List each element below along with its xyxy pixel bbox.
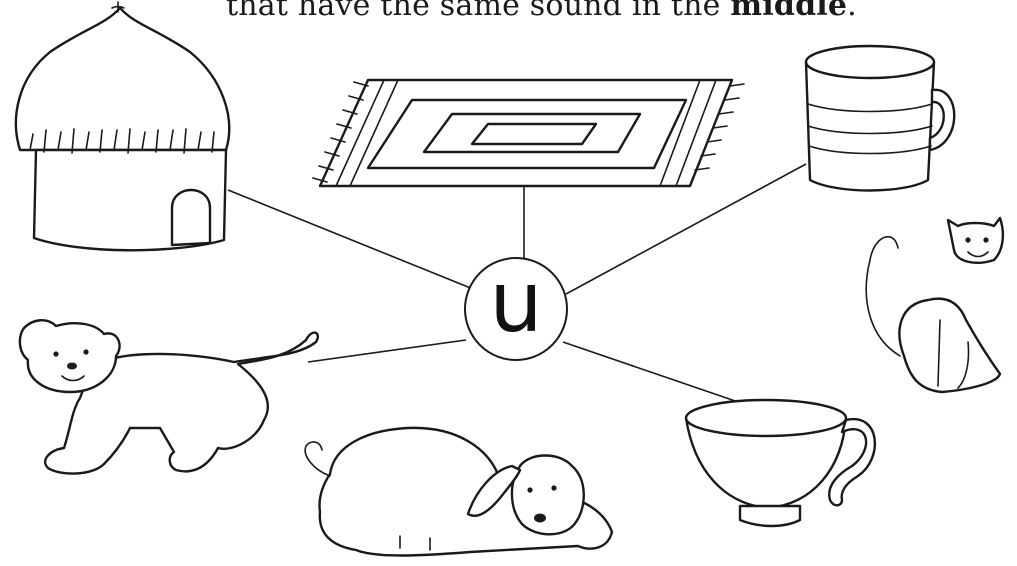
line-to-cup bbox=[563, 342, 744, 404]
rug-icon[interactable] bbox=[313, 80, 744, 186]
bear-icon[interactable] bbox=[20, 320, 318, 473]
mug-icon[interactable] bbox=[806, 46, 954, 191]
line-to-bear bbox=[308, 340, 466, 362]
line-to-hut bbox=[228, 190, 473, 289]
hut-icon[interactable] bbox=[16, 2, 229, 250]
center-letter-circle: u bbox=[464, 257, 568, 361]
center-letter: u bbox=[489, 260, 542, 344]
cat-icon[interactable] bbox=[866, 218, 1003, 392]
dog-icon[interactable] bbox=[305, 428, 612, 556]
cup-icon[interactable] bbox=[686, 400, 875, 526]
